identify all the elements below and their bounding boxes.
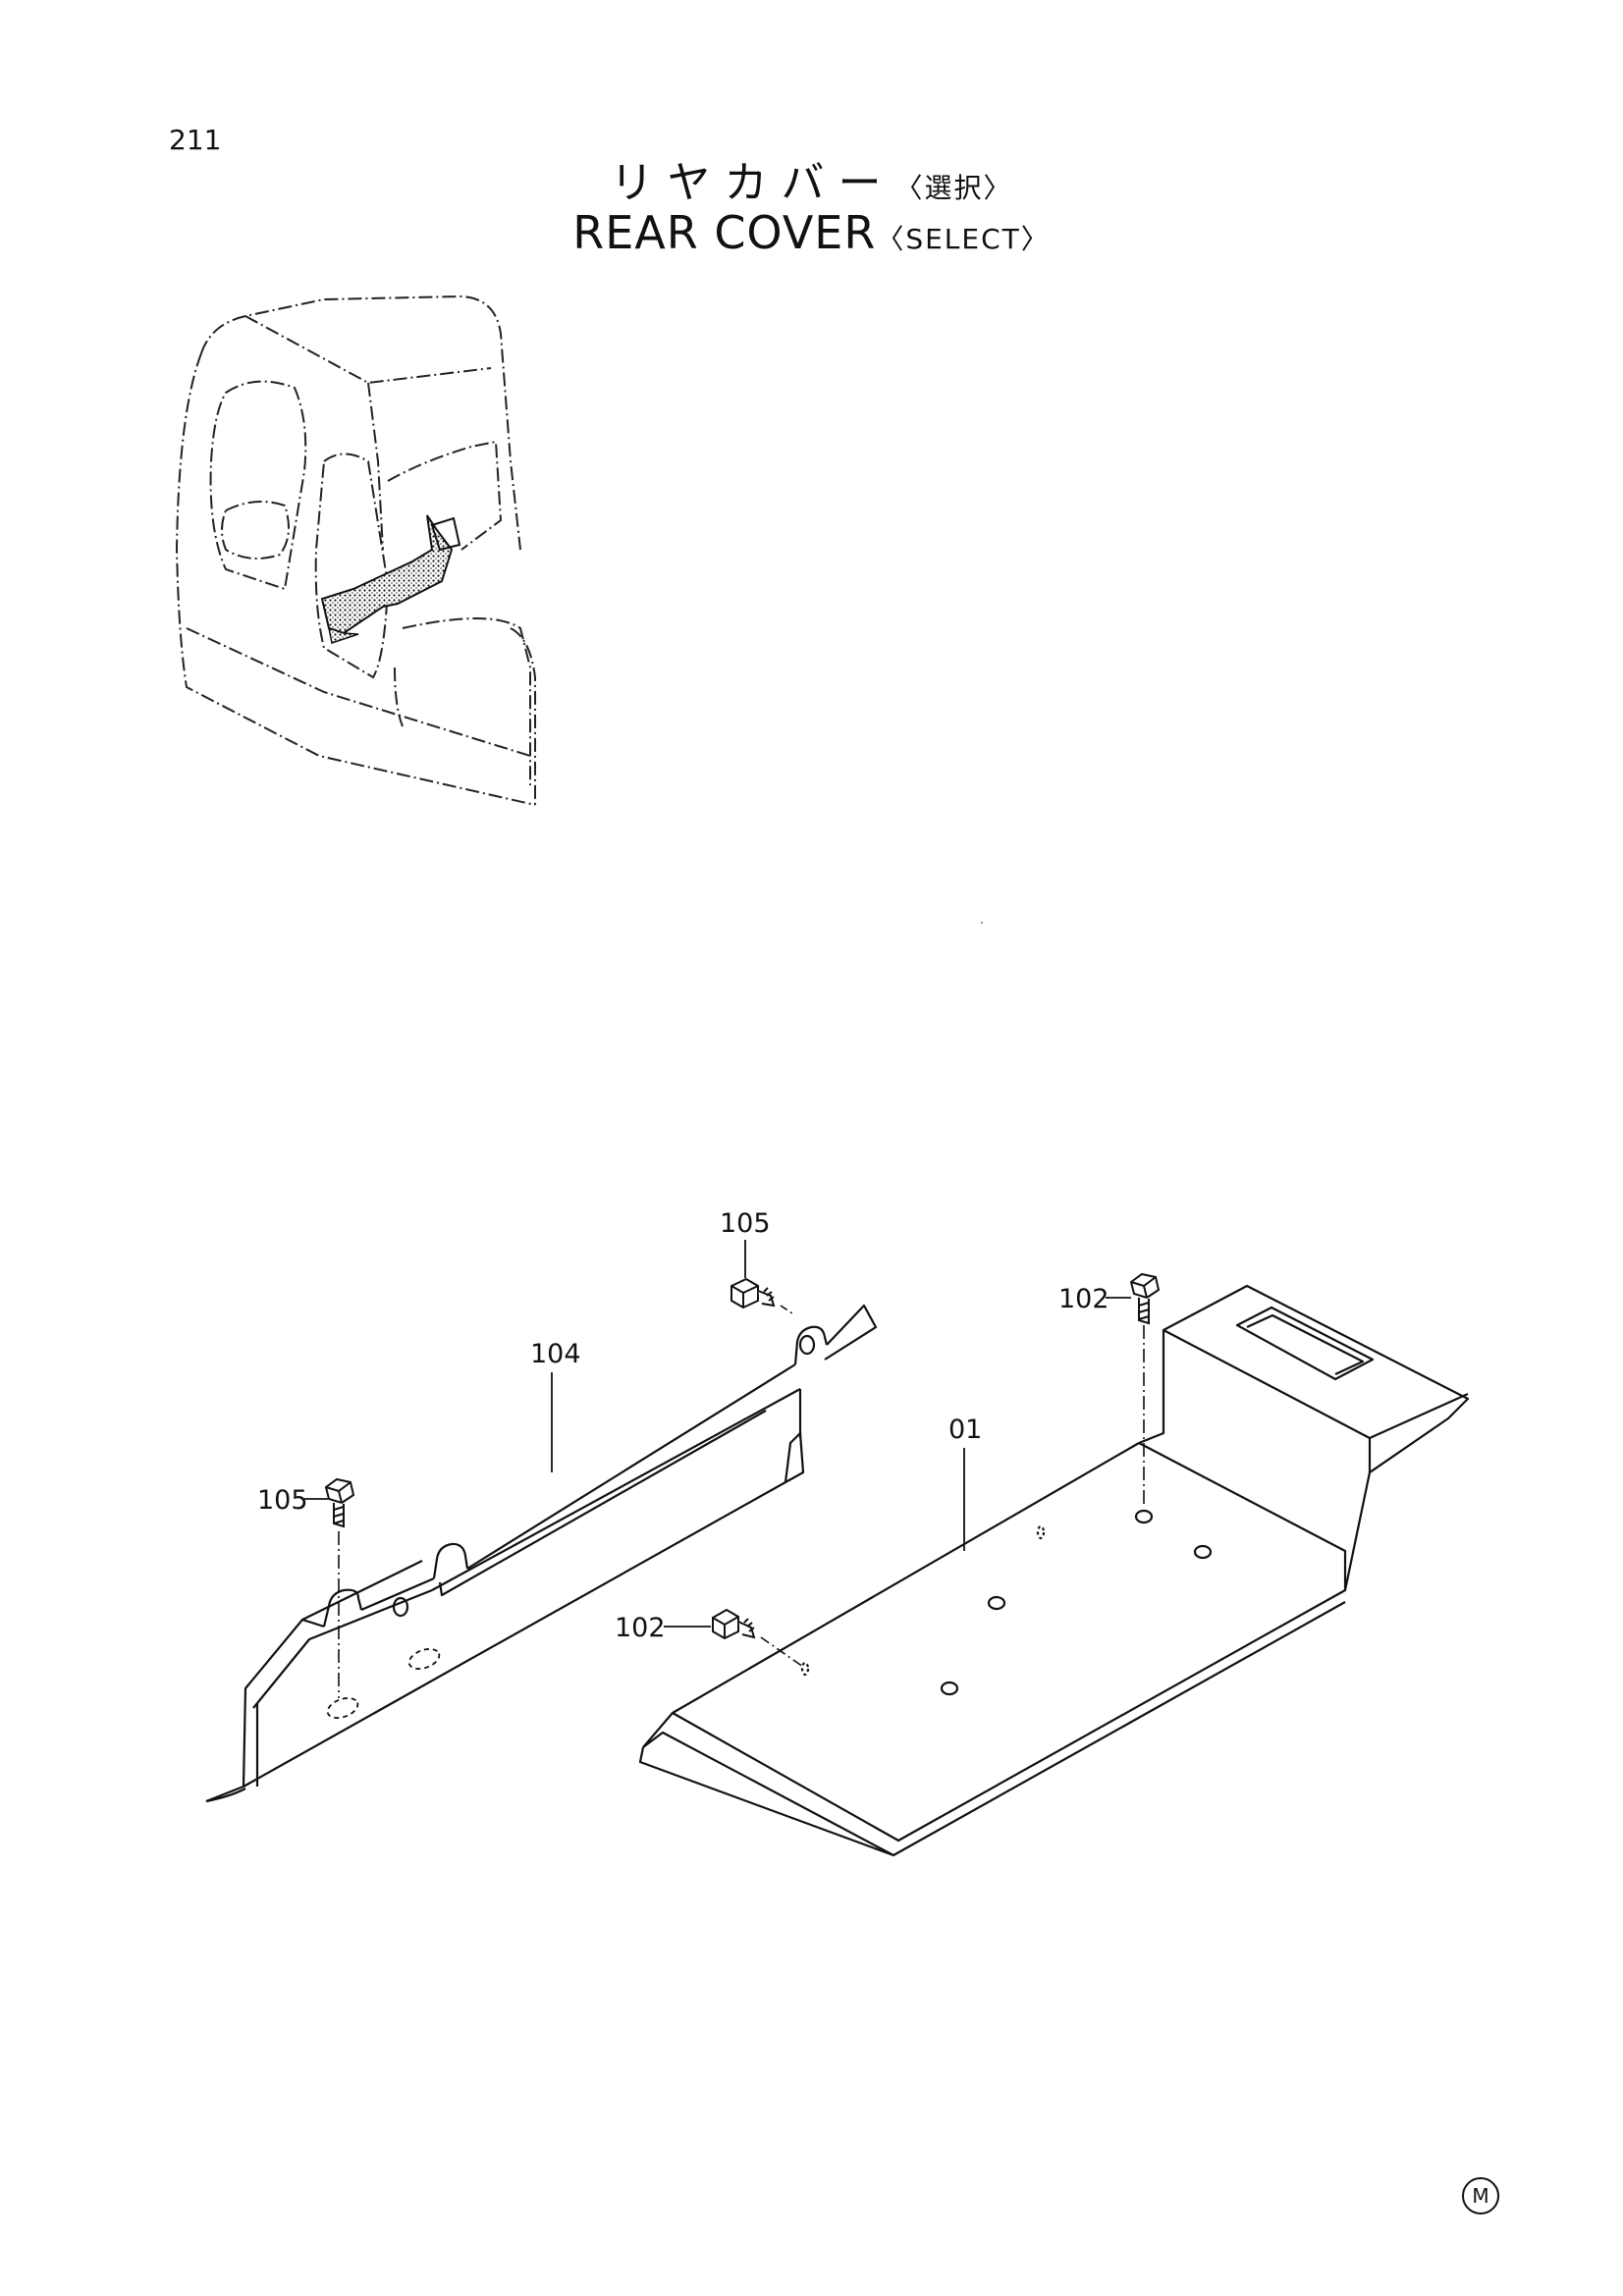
callout-102-top: 102 (1058, 1284, 1131, 1314)
part-01-rear-cover (638, 1284, 1470, 1857)
cab-overview-illustration (175, 294, 536, 806)
bolt-102-top (1129, 1272, 1161, 1325)
callout-label-105-top: 105 (720, 1208, 771, 1239)
bolt-105-left (324, 1477, 355, 1528)
callout-label-102-mid: 102 (615, 1613, 666, 1643)
callout-105-left: 105 (257, 1485, 328, 1516)
callout-104: 104 (530, 1339, 581, 1472)
corner-mark: M (1462, 2177, 1499, 2215)
callout-label-102-top: 102 (1058, 1284, 1109, 1314)
title-select-tag: 〈SELECT〉 (876, 223, 1051, 255)
part-104-slots (326, 1648, 441, 1719)
page-number: 211 (169, 124, 222, 156)
title-select-tag-jp: 〈選択〉 (894, 172, 1013, 204)
page-title: REAR COVER〈SELECT〉 (572, 206, 1051, 259)
callout-label-105-left: 105 (257, 1485, 308, 1516)
page-title-japanese: リヤカバー〈選択〉 (610, 158, 1013, 208)
rear-cover-location-highlight (320, 514, 461, 644)
bolt-102-mid (712, 1608, 756, 1640)
callout-102-mid: 102 (615, 1613, 711, 1643)
bolt-105-top (730, 1277, 776, 1309)
part-104-side-cover (205, 1304, 878, 1803)
callout-105-top: 105 (720, 1208, 771, 1278)
callout-label-104: 104 (530, 1339, 581, 1369)
callout-01: 01 (948, 1415, 982, 1551)
callout-label-01: 01 (948, 1415, 982, 1445)
